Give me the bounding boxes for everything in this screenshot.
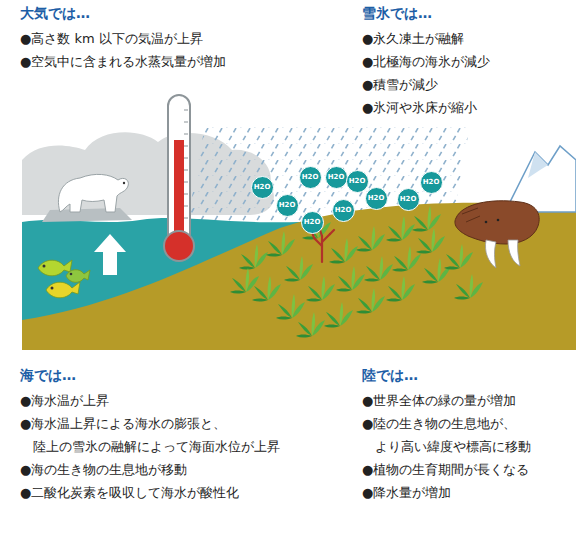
- molecule-circle: H2O: [325, 166, 348, 189]
- bullet-item: ●陸の生き物の生息地が、 より高い緯度や標高に移動: [362, 412, 570, 458]
- molecule-circle: H2O: [301, 211, 324, 234]
- text-group: 陸では…●世界全体の緑の量が増加●陸の生き物の生息地が、 より高い緯度や標高に移…: [362, 362, 570, 504]
- bullet-item: ●海の生き物の生息地が移動: [20, 458, 320, 481]
- bullet-item: ●高さ数 km 以下の気温が上昇: [20, 27, 350, 50]
- molecule-circle: H2O: [332, 199, 355, 222]
- bullet-item: ●海水温上昇による海水の膨張と、 陸上の雪氷の融解によって海面水位が上昇: [20, 412, 320, 458]
- text-group: 大気では…●高さ数 km 以下の気温が上昇●空気中に含まれる水蒸気量が増加: [20, 0, 350, 73]
- bullet-item: ●降水量が増加: [362, 481, 570, 504]
- bullet-item: ●北極海の海氷が減少: [362, 50, 570, 73]
- molecule-label: H2O: [279, 202, 296, 209]
- bullet-item: ●二酸化炭素を吸収して海水が酸性化: [20, 481, 320, 504]
- molecule-circle: H2O: [299, 166, 322, 189]
- bullet-item: ●世界全体の緑の量が増加: [362, 389, 570, 412]
- molecule-label: H2O: [254, 184, 271, 191]
- section-heading: 大気では…: [20, 0, 350, 27]
- bullet-item: ●空気中に含まれる水蒸気量が増加: [20, 50, 350, 73]
- molecule-label: H2O: [400, 196, 417, 203]
- bullet-item: ●積雪が減少: [362, 73, 570, 96]
- bullet-item: ●植物の生育期間が長くなる: [362, 458, 570, 481]
- molecule-circle: H2O: [365, 187, 388, 210]
- molecule-circle: H2O: [420, 171, 443, 194]
- section-heading: 海では…: [20, 362, 320, 389]
- molecule-circle: H2O: [346, 170, 369, 193]
- molecule-circle: H2O: [276, 194, 299, 217]
- molecule-label: H2O: [368, 195, 385, 202]
- molecule-label: H2O: [423, 179, 440, 186]
- molecule-circle: H2O: [251, 176, 274, 199]
- section-heading: 雪氷では…: [362, 0, 570, 27]
- molecule-label: H2O: [335, 207, 352, 214]
- bullet-item: ●海水温が上昇: [20, 389, 320, 412]
- bullet-item: ●氷河や氷床が縮小: [362, 96, 570, 119]
- molecule-label: H2O: [302, 174, 319, 181]
- molecule-label: H2O: [328, 174, 345, 181]
- bullet-item: ●永久凍土が融解: [362, 27, 570, 50]
- molecule-circle: H2O: [397, 188, 420, 211]
- molecule-label: H2O: [349, 178, 366, 185]
- molecule-label: H2O: [304, 219, 321, 226]
- section-heading: 陸では…: [362, 362, 570, 389]
- text-group: 海では…●海水温が上昇●海水温上昇による海水の膨張と、 陸上の雪氷の融解によって…: [20, 362, 320, 504]
- text-group: 雪氷では…●永久凍土が融解●北極海の海氷が減少●積雪が減少●氷河や氷床が縮小: [362, 0, 570, 119]
